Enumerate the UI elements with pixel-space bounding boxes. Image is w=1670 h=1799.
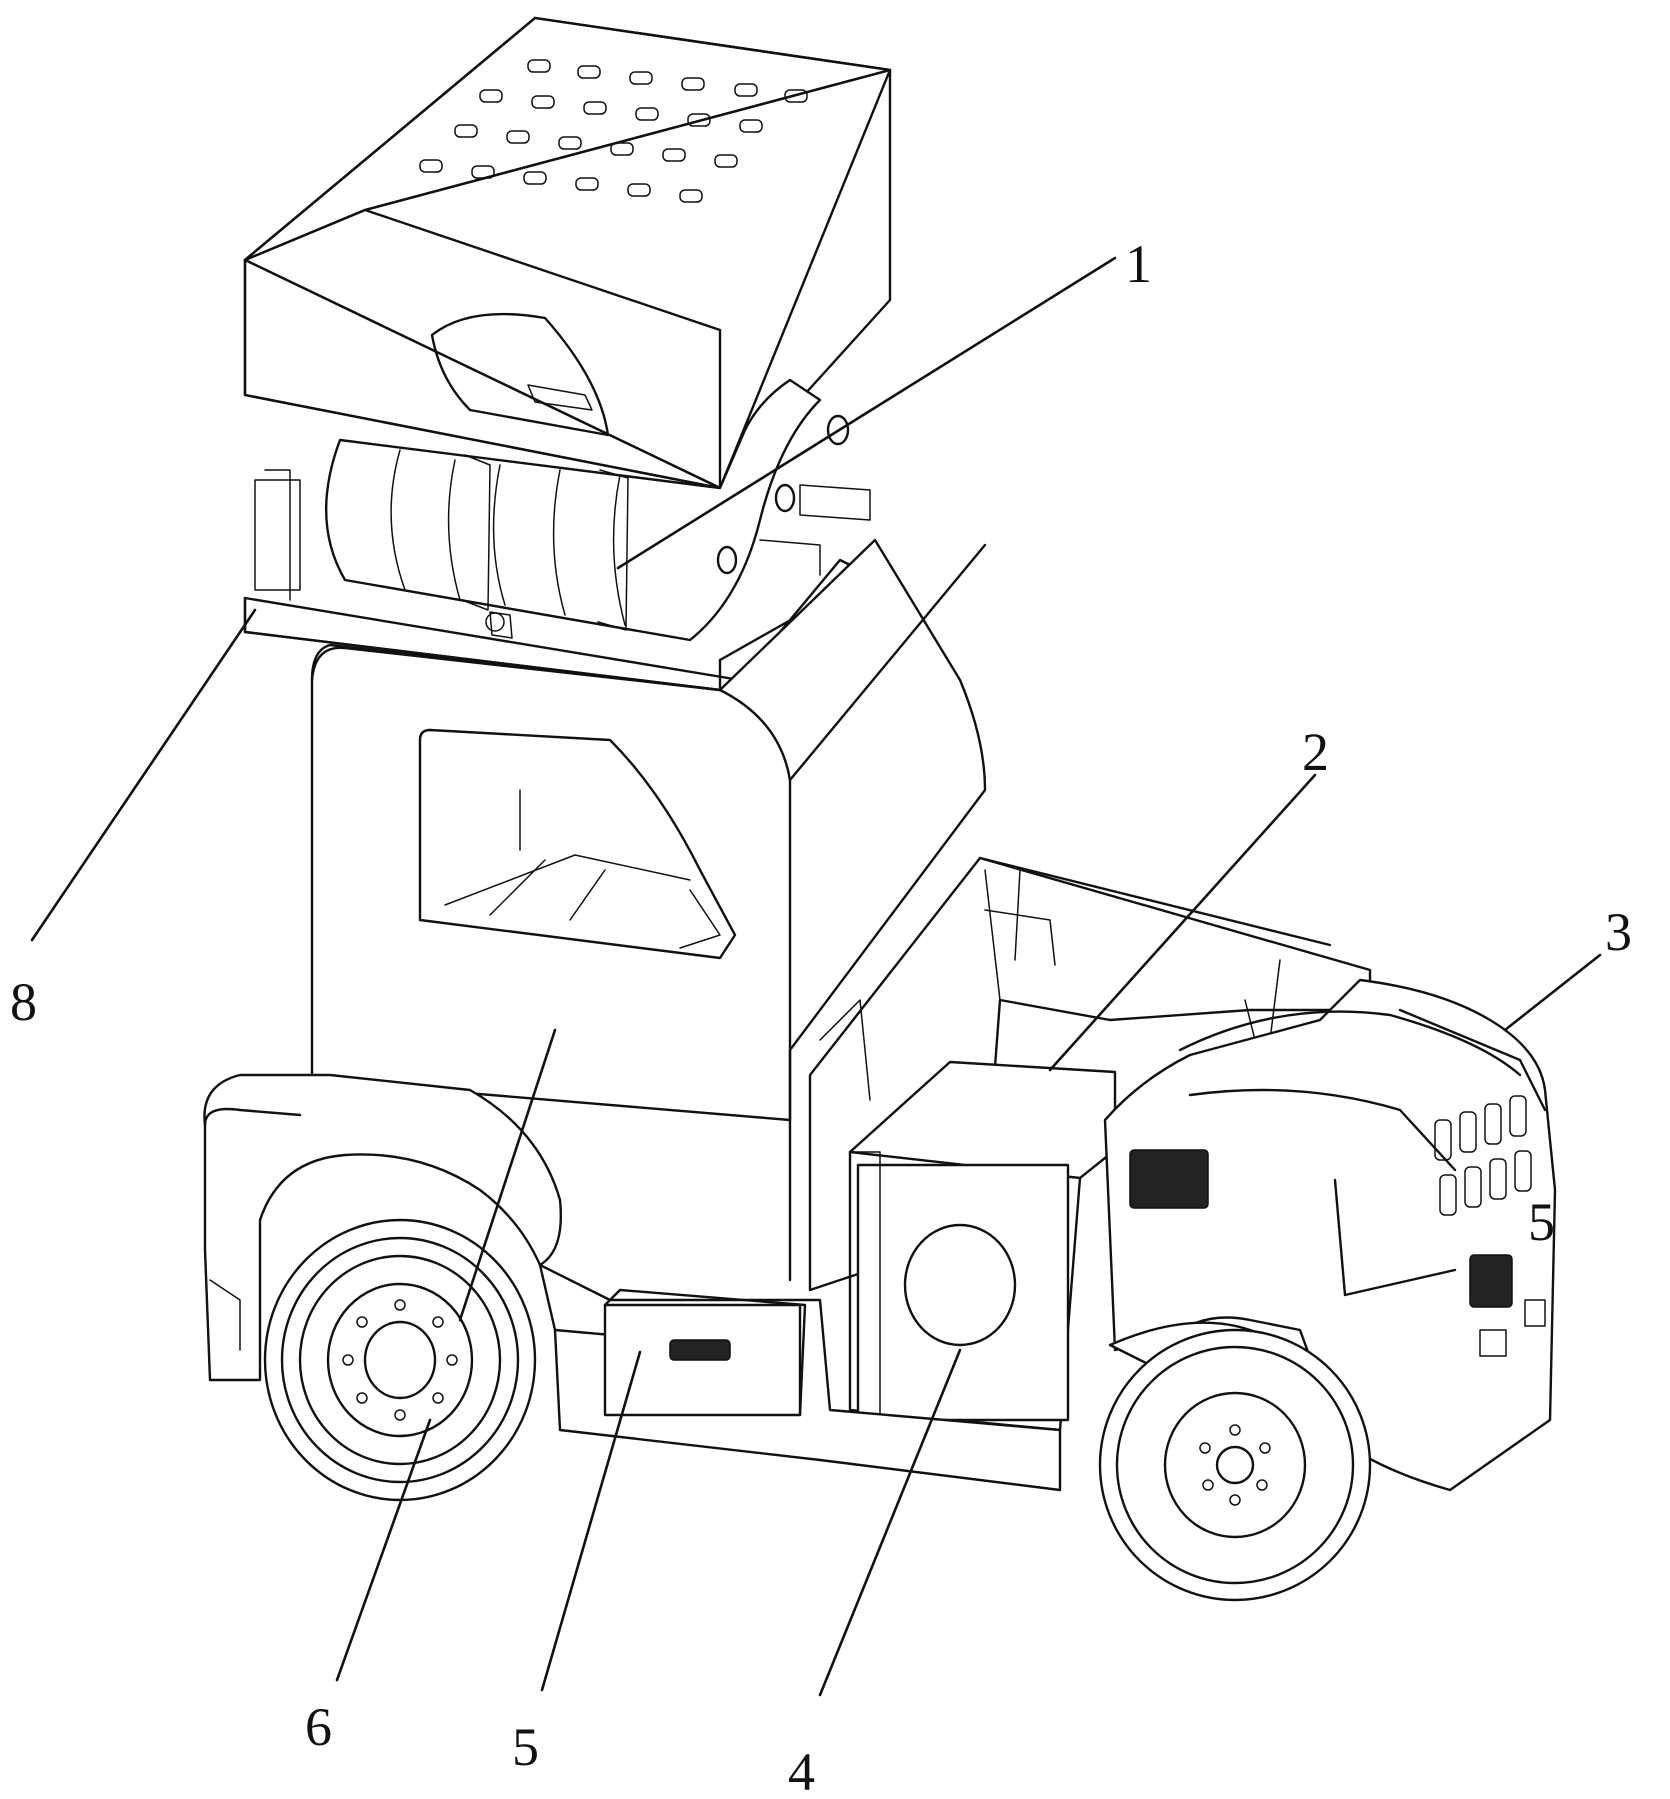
cab-body <box>310 538 987 1282</box>
leader-5a <box>540 1350 642 1692</box>
leader-1 <box>616 256 1117 570</box>
callout-8: 8 <box>10 972 37 1032</box>
roof-cover <box>243 16 892 490</box>
vent-slots <box>419 59 808 203</box>
cab-window <box>418 728 737 960</box>
rear-fender <box>203 1073 562 1382</box>
leader-6 <box>335 1418 432 1682</box>
leader-3 <box>1503 953 1602 1032</box>
callout-1: 1 <box>1125 234 1152 294</box>
battery-box <box>848 1060 1117 1432</box>
callout-5-drawer: 5 <box>512 1717 539 1777</box>
gas-cylinder <box>324 378 850 642</box>
callout-labels: 1 2 3 4 5 5 6 8 <box>10 234 1632 1799</box>
callout-3: 3 <box>1605 902 1632 962</box>
leader-lines <box>30 256 1602 1697</box>
leader-4 <box>818 1348 962 1697</box>
callout-4: 4 <box>788 1742 815 1799</box>
rear-wheel <box>263 1218 537 1502</box>
callout-5-front: 5 <box>1528 1192 1555 1252</box>
leader-2 <box>1048 773 1317 1072</box>
callout-6: 6 <box>305 1697 332 1757</box>
leader-8 <box>30 608 257 942</box>
front-grille <box>1434 1095 1532 1216</box>
callout-2: 2 <box>1302 722 1329 782</box>
hood-assembly <box>1103 978 1557 1492</box>
leader-6b <box>458 1028 557 1322</box>
front-wheel <box>1098 1321 1372 1602</box>
